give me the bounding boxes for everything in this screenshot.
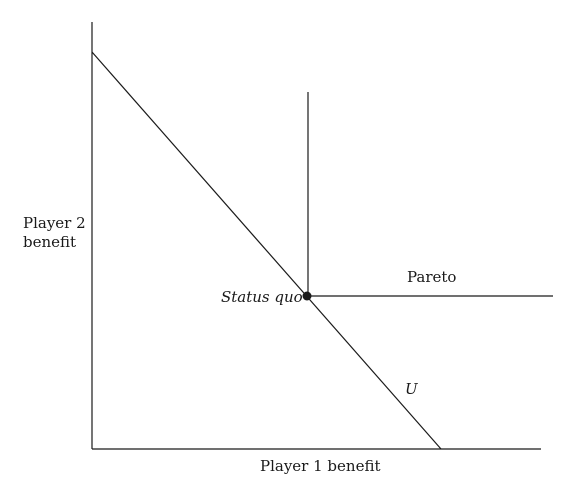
status-quo-point [302,291,312,301]
pareto-label: Pareto [407,268,457,286]
y-axis-label: Player 2 benefit [23,214,86,252]
utility-frontier-line [91,51,442,450]
x-axis-label: Player 1 benefit [260,457,381,475]
status-quo-label: Status quo [221,288,303,306]
y-axis-label-line2: benefit [23,233,77,251]
y-axis-label-line1: Player 2 [23,214,86,232]
utility-frontier-label: U [405,380,418,398]
